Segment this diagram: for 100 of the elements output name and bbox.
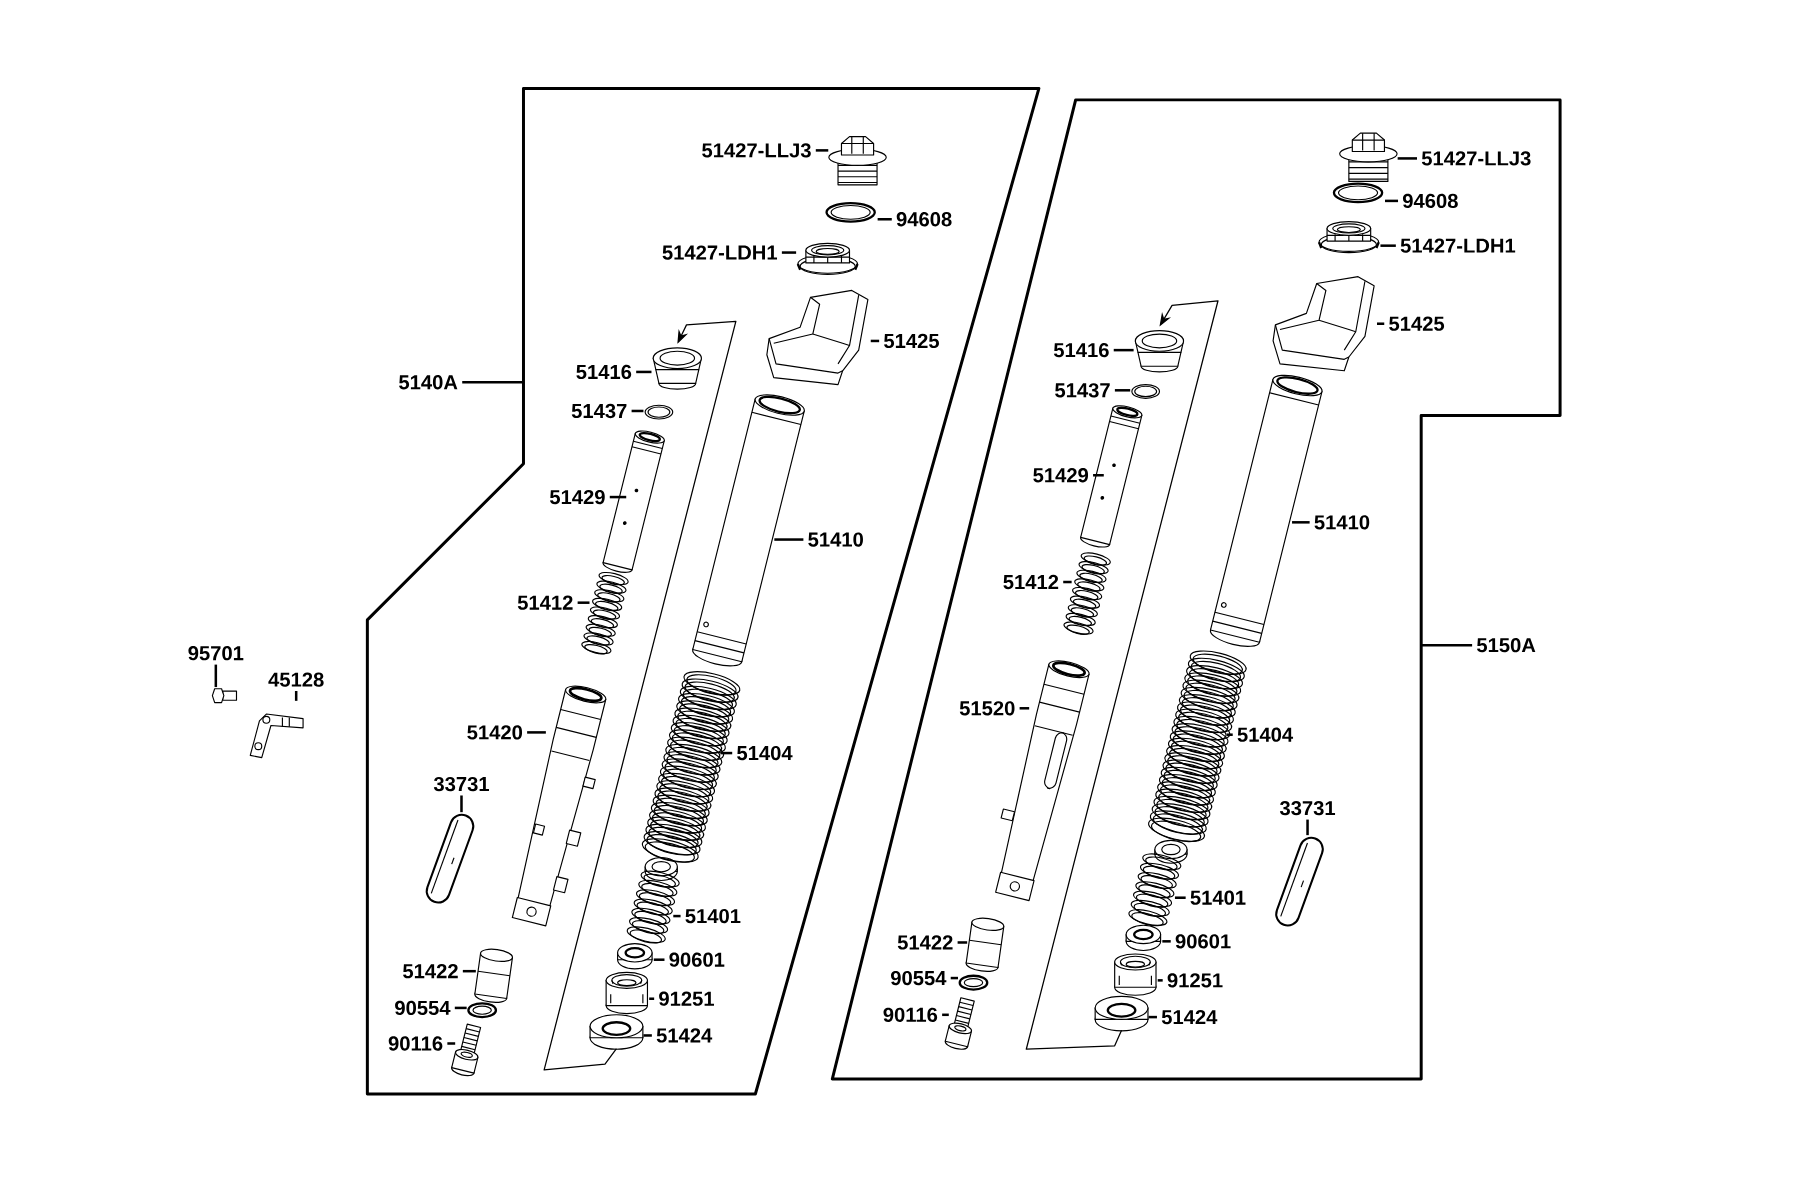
part-number: 33731 — [1279, 801, 1336, 816]
leader-line — [462, 970, 476, 973]
part-number: 90601 — [669, 952, 725, 967]
leader-line — [294, 691, 298, 702]
bracket-drawing — [249, 713, 304, 759]
part-number: 5140A — [399, 375, 458, 390]
leader-line — [609, 496, 627, 499]
part-number: 90554 — [890, 971, 947, 986]
leader-line — [460, 795, 463, 813]
seal-drawing — [1317, 221, 1380, 254]
part-number: 51420 — [467, 725, 523, 740]
leader-line — [1063, 580, 1072, 584]
part-number: 51427-LLJ3 — [1421, 151, 1531, 166]
ring-drawing — [644, 404, 674, 420]
part-number: 51429 — [1033, 468, 1089, 483]
part-number: 51427-LDH1 — [1400, 238, 1516, 253]
seal-drawing — [617, 943, 653, 970]
part-number: 51422 — [897, 935, 953, 950]
part-number: 91251 — [1167, 973, 1223, 988]
leader-line — [1093, 474, 1104, 477]
part-number: 51416 — [1053, 343, 1109, 358]
leader-line — [1421, 644, 1473, 647]
leader-line — [1377, 322, 1385, 326]
leader-line — [631, 409, 644, 413]
leader-line — [957, 941, 968, 944]
leader-line — [870, 339, 880, 343]
washer-drawing — [958, 974, 989, 991]
bushing-drawing — [1134, 330, 1185, 373]
part-number: 90116 — [388, 1036, 443, 1051]
part-number: 51412 — [1003, 575, 1059, 590]
o-ring-drawing — [1332, 182, 1384, 204]
seal-drawing — [1125, 924, 1162, 952]
part-number: 94608 — [896, 212, 952, 227]
tube-drawing — [692, 394, 805, 667]
part-number: 51437 — [1055, 383, 1110, 398]
leader-line — [527, 731, 546, 734]
leader-line — [815, 149, 829, 152]
cup-drawing — [1094, 996, 1149, 1032]
part-number: 90554 — [395, 1000, 451, 1016]
cap-drawing — [828, 136, 887, 186]
leader-line — [643, 1034, 652, 1037]
part-number: 90601 — [1175, 934, 1231, 949]
leader-line — [1306, 819, 1309, 836]
collar-drawing — [605, 971, 649, 1015]
bolt-drawing — [451, 1023, 482, 1077]
leader-line — [1162, 940, 1171, 943]
part-number: 94608 — [1402, 193, 1458, 209]
spring-drawing — [1063, 552, 1111, 636]
leader-line — [649, 997, 655, 1001]
leader-line — [720, 752, 733, 755]
seal-drawing — [796, 243, 859, 276]
leader-line — [636, 370, 652, 374]
bushing-drawing — [652, 347, 702, 390]
part-number: 5150A — [1477, 638, 1536, 653]
cylinder-drawing — [965, 917, 1005, 973]
part-number: 51404 — [1237, 727, 1294, 742]
leader-line — [447, 1042, 456, 1045]
part-number: 51412 — [517, 595, 573, 610]
cap-drawing — [1339, 132, 1398, 183]
leader-line — [214, 664, 218, 688]
part-number: 51401 — [1190, 890, 1246, 906]
part-number: 91251 — [659, 991, 714, 1007]
leader-line — [1174, 896, 1186, 900]
leader-line — [1114, 389, 1131, 392]
guide-drawing — [1272, 276, 1375, 372]
collar-drawing — [1114, 953, 1157, 997]
part-number: 33731 — [433, 777, 489, 792]
leader-line — [781, 251, 797, 254]
bolt-drawing — [944, 997, 975, 1050]
leader-line — [1019, 707, 1030, 710]
part-number: 51401 — [685, 909, 741, 924]
leader-line — [653, 958, 665, 962]
cup-drawing — [589, 1014, 644, 1050]
bolt-drawing — [211, 688, 238, 704]
leader-line — [1397, 157, 1417, 160]
spring-drawing — [626, 870, 680, 944]
leader-line — [1113, 349, 1134, 352]
cover-drawing — [425, 814, 475, 904]
leader-line — [877, 218, 892, 221]
part-number: 51425 — [884, 334, 939, 349]
leader-line — [774, 538, 804, 541]
part-number: 51437 — [571, 404, 627, 419]
assembly-arrow — [1025, 300, 1219, 1051]
leader-line — [1292, 521, 1310, 524]
part-number: 51427-LLJ3 — [702, 143, 811, 158]
part-number: 51404 — [737, 746, 793, 761]
part-number: 51425 — [1389, 316, 1445, 332]
leader-line — [454, 1006, 467, 1010]
cover-drawing — [1275, 836, 1324, 927]
o-ring-drawing — [825, 202, 876, 223]
part-number: 51410 — [808, 532, 863, 547]
part-number: 51424 — [1161, 1010, 1218, 1025]
part-number: 51520 — [959, 701, 1015, 716]
leader-line — [1385, 199, 1399, 203]
leader-line — [942, 1013, 949, 1017]
part-number: 51416 — [576, 364, 632, 380]
part-number: 51410 — [1314, 515, 1370, 530]
leader-line — [673, 915, 681, 918]
part-number: 51429 — [549, 490, 605, 505]
leader-line — [1226, 733, 1233, 737]
